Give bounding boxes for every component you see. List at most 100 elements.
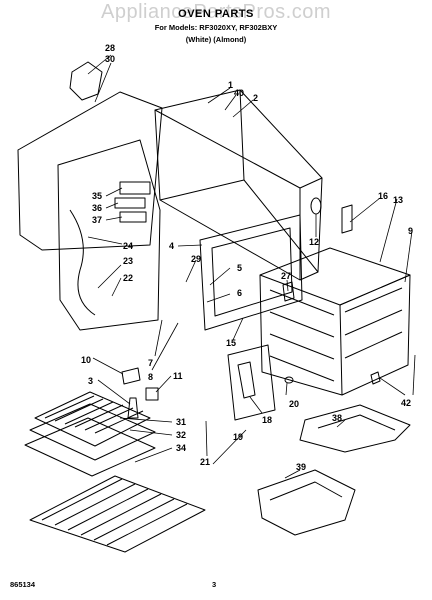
leader-28 (87, 54, 112, 75)
document-number: 865134 (10, 580, 36, 589)
leader-5 (209, 267, 231, 286)
light-assembly (341, 204, 353, 234)
callout-23: 23 (123, 256, 133, 266)
latch (237, 361, 256, 399)
callout-29: 29 (191, 254, 201, 264)
page-number: 3 (212, 580, 217, 589)
screw (284, 376, 294, 384)
callout-34: 34 (176, 443, 186, 453)
callout-37: 37 (92, 215, 102, 225)
leader-38 (336, 419, 346, 428)
callout-28: 28 (105, 43, 115, 53)
rear-component-37 (119, 211, 147, 223)
callout-8: 8 (148, 372, 153, 382)
callout-13: 13 (393, 195, 403, 205)
leader-6 (206, 293, 231, 303)
leader-10 (92, 357, 124, 375)
leader-8 (151, 322, 179, 371)
element-clip (370, 371, 381, 385)
callout-31: 31 (176, 417, 186, 427)
latch-bracket (227, 344, 276, 421)
callout-21: 21 (200, 457, 210, 467)
rear-component-35 (119, 181, 151, 195)
callout-2: 2 (253, 93, 258, 103)
rack-supports (269, 289, 335, 382)
callout-38: 38 (332, 413, 342, 423)
broil-pan-grid (34, 391, 151, 447)
broil-element-loop (269, 481, 343, 501)
watermark: AppliancePartsPros.com (101, 1, 331, 23)
bracket (282, 281, 295, 302)
callout-18: 18 (262, 415, 272, 425)
oven-rack-bars (41, 478, 188, 546)
callout-35: 35 (92, 191, 102, 201)
callout-39: 39 (296, 462, 306, 472)
callout-40: 40 (234, 88, 244, 98)
leader-35 (105, 187, 123, 197)
model-numbers: For Models: RF3020XY, RF302BXY (154, 23, 278, 32)
leader-39 (284, 469, 301, 479)
leader-19 (212, 429, 247, 465)
callout-32: 32 (176, 430, 186, 440)
callout-22: 22 (123, 273, 133, 283)
callout-11: 11 (173, 371, 183, 381)
broil-pan-liner (24, 417, 156, 477)
callout-3: 3 (88, 376, 93, 386)
leader-16 (349, 197, 381, 223)
callout-4: 4 (169, 241, 174, 251)
callout-7: 7 (148, 358, 153, 368)
callout-30: 30 (105, 54, 115, 64)
page-title: OVEN PARTS (178, 8, 254, 20)
leader-27 (286, 279, 289, 292)
leader-3 (97, 379, 131, 405)
callout-6: 6 (237, 288, 242, 298)
oven-chassis-top (154, 89, 323, 189)
rear-component-36 (114, 197, 146, 209)
leader-40 (224, 94, 237, 111)
fitting (127, 397, 139, 419)
leader-24 (87, 236, 123, 245)
callout-5: 5 (237, 263, 242, 273)
oven-chassis-bottom (159, 179, 319, 281)
broil-pan (29, 403, 156, 461)
leader-23 (97, 264, 122, 289)
callout-27: 27 (281, 271, 291, 281)
leader-34 (134, 447, 173, 463)
oven-chassis-edges (154, 89, 323, 280)
callout-9: 9 (408, 226, 413, 236)
oven-rack (29, 475, 206, 553)
leader-13 (379, 198, 398, 263)
callout-1: 1 (228, 80, 233, 90)
leader-36 (105, 202, 119, 209)
knob (310, 197, 322, 215)
broil-element (257, 469, 356, 536)
broil-pan-grid-slots (44, 395, 144, 434)
oven-cavity-right (339, 274, 411, 396)
leader-42-b (379, 377, 406, 396)
leader-4 (177, 244, 203, 247)
bake-element-loop (317, 414, 396, 431)
leader-15 (232, 317, 244, 341)
callout-16: 16 (378, 191, 388, 201)
color-variants: (White) (Almond) (185, 35, 247, 44)
leader-18 (249, 396, 263, 414)
leader-20 (285, 382, 288, 396)
callout-24: 24 (123, 241, 133, 251)
leader-30 (94, 62, 112, 103)
callout-15: 15 (226, 338, 236, 348)
callout-36: 36 (92, 203, 102, 213)
front-frame (199, 214, 303, 331)
bake-element (299, 404, 411, 453)
leader-37 (105, 216, 123, 221)
rear-wall-panel (57, 139, 161, 331)
front-frame-opening (211, 227, 293, 317)
callout-19: 19 (233, 432, 243, 442)
leader-22 (111, 277, 122, 297)
insulation-pad (69, 61, 103, 101)
leader-2 (232, 99, 254, 118)
leader-29 (185, 259, 197, 283)
callout-10: 10 (81, 355, 91, 365)
back-insulation-panel (17, 91, 163, 251)
